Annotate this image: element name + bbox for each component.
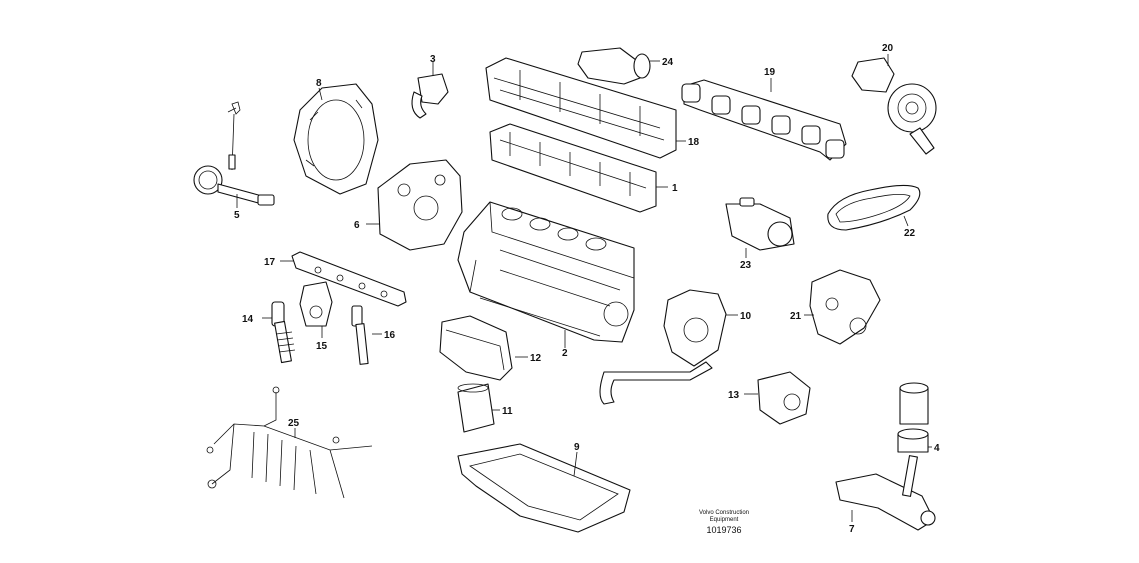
item-labels: 1 2 3 4 5 6 7 8 9 10 11 12 13 14 15 16 1… bbox=[234, 43, 940, 535]
part-5-camshaft-gear bbox=[193, 101, 275, 208]
part-22-drive-belt bbox=[827, 184, 921, 231]
part-25-wiring-harness bbox=[206, 386, 373, 499]
label-24: 24 bbox=[662, 57, 674, 68]
part-7-crankshaft bbox=[835, 455, 936, 531]
label-4: 4 bbox=[934, 443, 940, 454]
label-17: 17 bbox=[264, 257, 276, 268]
part-23-starter-motor bbox=[725, 197, 795, 258]
label-22: 22 bbox=[904, 228, 916, 239]
part-19-exhaust-manifold bbox=[681, 78, 847, 161]
part-8-flywheel-housing bbox=[293, 83, 379, 195]
label-5: 5 bbox=[234, 210, 240, 221]
maker-line-2: Equipment bbox=[710, 517, 739, 523]
part-17-fuel-rail bbox=[280, 251, 407, 307]
label-12: 12 bbox=[530, 353, 542, 364]
label-21: 21 bbox=[790, 311, 802, 322]
part-6-timing-cover bbox=[366, 159, 463, 251]
part-24-connector bbox=[577, 47, 660, 85]
label-1: 1 bbox=[672, 183, 678, 194]
part-2-engine-block bbox=[457, 201, 635, 348]
label-23: 23 bbox=[740, 260, 752, 271]
label-13: 13 bbox=[728, 390, 740, 401]
label-15: 15 bbox=[316, 341, 328, 352]
maker-line-1: Volvo Construction bbox=[699, 510, 749, 516]
label-18: 18 bbox=[688, 137, 700, 148]
part-16-injector bbox=[351, 305, 382, 365]
label-16: 16 bbox=[384, 330, 396, 341]
label-9: 9 bbox=[574, 442, 580, 453]
reference-number: 1019736 bbox=[706, 525, 741, 535]
part-20-turbocharger bbox=[851, 54, 937, 155]
part-4-piston-liner bbox=[897, 382, 932, 453]
label-10: 10 bbox=[740, 311, 752, 322]
part-12-oil-filter-housing bbox=[439, 315, 528, 381]
label-14: 14 bbox=[242, 314, 254, 325]
label-6: 6 bbox=[354, 220, 360, 231]
label-8: 8 bbox=[316, 78, 322, 89]
maker-stamp: Volvo Construction Equipment 1019736 bbox=[699, 510, 749, 535]
label-3: 3 bbox=[430, 54, 436, 65]
part-11-oil-filter bbox=[457, 383, 500, 433]
part-18-rocker-cover bbox=[485, 57, 686, 159]
label-7: 7 bbox=[849, 524, 855, 535]
part-21-water-outlet bbox=[804, 269, 881, 345]
part-15-fuel-pump bbox=[299, 281, 333, 338]
label-19: 19 bbox=[764, 67, 776, 78]
label-2: 2 bbox=[562, 348, 568, 359]
label-20: 20 bbox=[882, 43, 894, 54]
part-14-injector bbox=[262, 301, 296, 364]
part-1-cylinder-head bbox=[489, 123, 668, 213]
label-25: 25 bbox=[288, 418, 300, 429]
part-10-oil-pump bbox=[663, 289, 738, 367]
part-9-oil-pan bbox=[457, 361, 713, 533]
label-11: 11 bbox=[502, 406, 513, 417]
part-3-thermostat-housing bbox=[411, 62, 449, 119]
part-13-water-pump bbox=[744, 371, 811, 425]
